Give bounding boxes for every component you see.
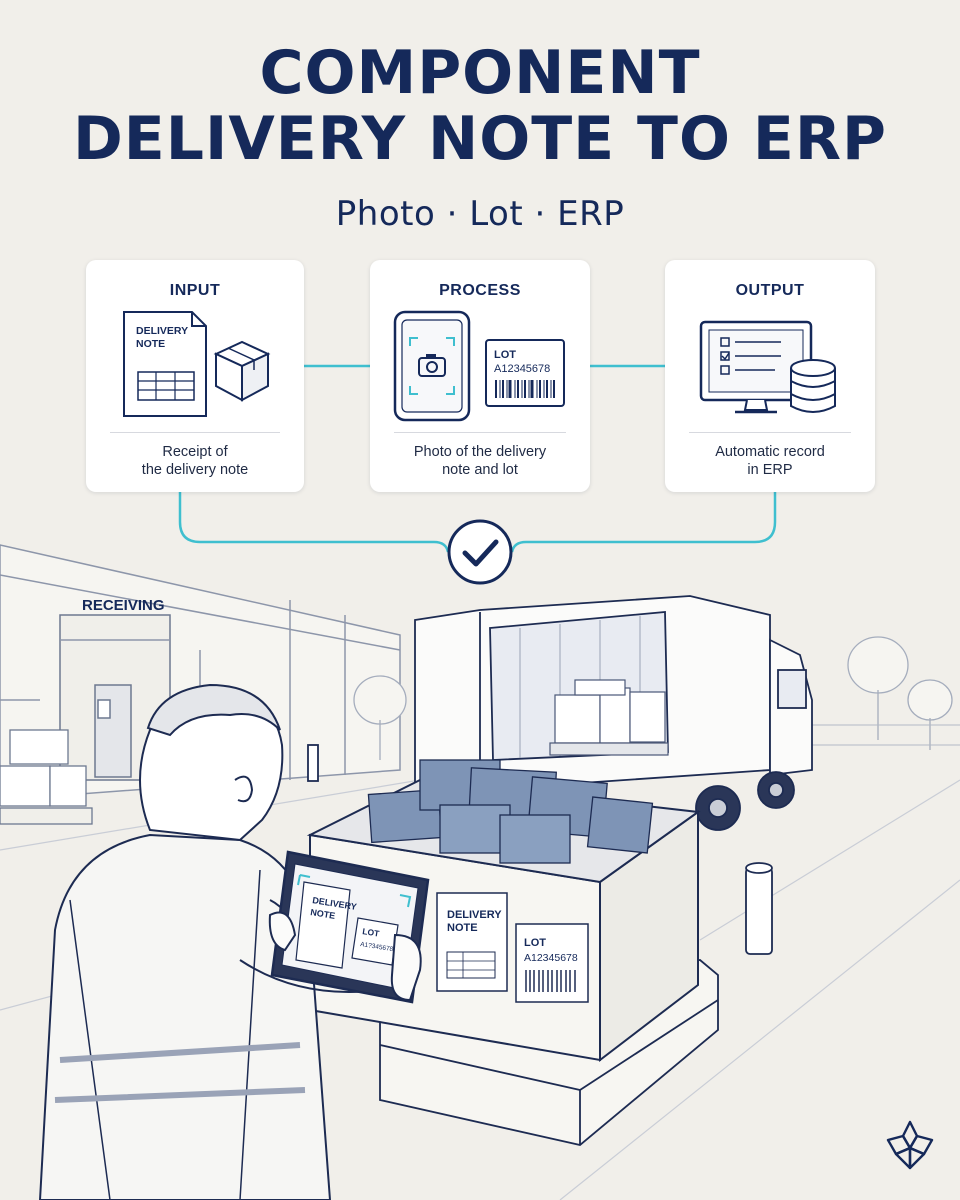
card-divider [394,432,566,433]
warehouse-building [0,544,401,801]
step-caption-input-line-2: the delivery note [141,462,249,478]
receiving-scene: RECEIVING [0,544,960,1200]
step-card-process: PROCESS LOT A12345678 [370,260,590,492]
step-caption-process: Photo of the delivery note and lot [382,443,578,479]
step-caption-process-line-1: Photo of the delivery [413,444,547,460]
lot-icon-text-1: LOT [494,349,516,361]
step-caption-output-line-2: in ERP [747,462,793,478]
truck-cargo-boxes [549,679,669,756]
receiving-sign: RECEIVING [82,597,165,614]
fence [810,724,960,746]
tablet-delivery-note: DELIVERY NOTE [295,881,357,969]
lot-icon-text-2: A12345678 [494,363,550,375]
bollard [307,744,773,955]
step-caption-output-line-1: Automatic record [715,444,825,460]
connector-input-check [178,492,450,553]
box-lot-label: LOT A12345678 [515,923,589,1003]
step-caption-process-line-2: note and lot [442,462,518,478]
tablet-note-text-2: NOTE [310,907,336,921]
step-caption-input-line-1: Receipt of [162,444,228,460]
connector-output-check [510,492,777,553]
page-title: COMPONENT DELIVERY NOTE TO ERP [0,40,960,172]
process-illustration: LOT A12345678 [393,310,565,422]
package-box-icon [213,340,271,402]
step-caption-input: Receipt of the delivery note [98,443,292,479]
page-title-line-1: COMPONENT [259,38,701,108]
note-icon-text-1: DELIVERY [136,325,188,337]
box-note-text-2: NOTE [447,922,478,934]
output-illustration [699,320,836,414]
note-icon-text-2: NOTE [136,338,165,350]
warehouse-worker [38,683,411,1200]
step-label-input: INPUT [169,282,221,299]
worker-hands [268,911,422,1002]
lot-barcode-label-icon: LOT A12345678 [485,339,565,407]
brand-logo-icon [886,1120,934,1170]
step-label-process: PROCESS [439,282,521,299]
circuit-boards [367,759,654,864]
step-card-output: OUTPUT Automatic record in ERP [665,260,875,492]
box-note-text-1: DELIVERY [447,909,502,921]
step-label-output: OUTPUT [735,282,805,299]
box-lot-text-1: LOT [524,937,546,949]
flow-connectors [178,364,777,553]
database-icon [790,359,836,413]
tablet-camera-icon [393,310,471,422]
stacked-boxes [0,729,93,825]
delivery-note-icon: DELIVERY NOTE [123,311,207,417]
step-card-input: INPUT DELIVERY NOTE Receipt of the deliv… [86,260,304,492]
card-divider [110,432,280,433]
step-caption-output: Automatic record in ERP [677,443,863,479]
card-divider [689,432,851,433]
page-subtitle: Photo · Lot · ERP [335,194,625,234]
computer-monitor-icon [699,320,813,414]
input-illustration: DELIVERY NOTE [123,311,271,417]
tablet-lot-label: LOT A1?345678 [351,917,399,966]
tablet-lot-text-1: LOT [362,926,381,939]
worker-tablet: DELIVERY NOTE LOT A1?345678 [270,850,430,1004]
box-lot-text-2: A12345678 [524,952,578,964]
page-title-line-2: DELIVERY NOTE TO ERP [72,104,888,174]
checkmark-icon [447,519,513,585]
box-delivery-note: DELIVERY NOTE [436,892,508,992]
trees [353,636,953,760]
